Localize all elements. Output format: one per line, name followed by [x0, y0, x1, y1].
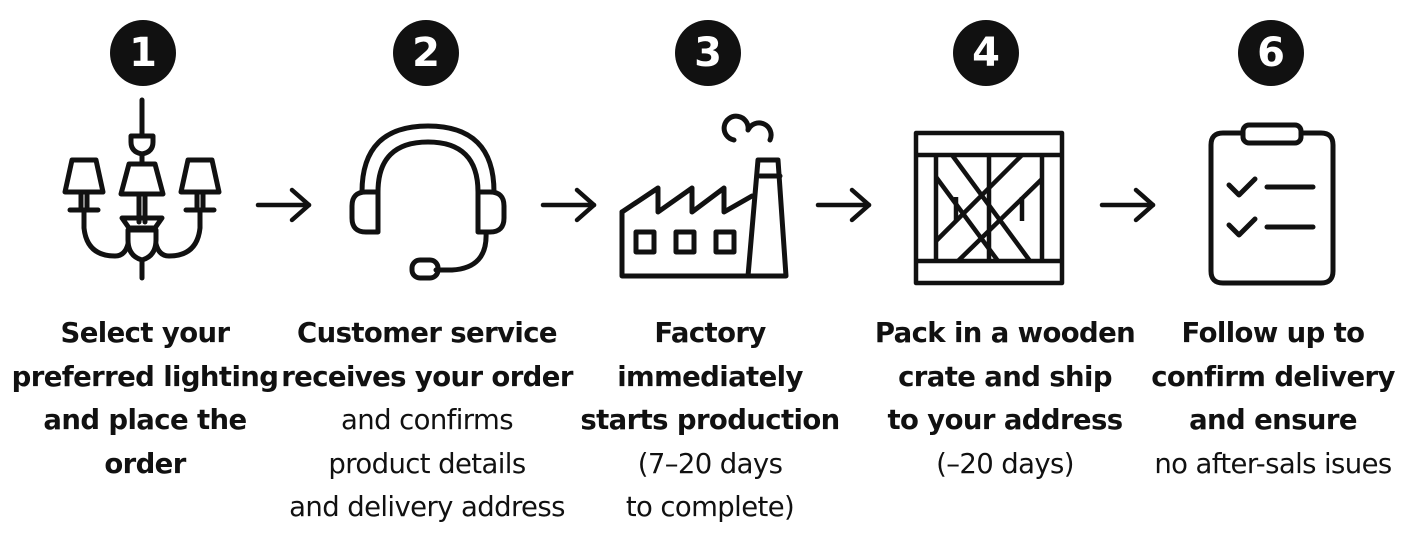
- step-number: 2: [412, 30, 440, 76]
- step-number-badge: 2: [393, 20, 459, 86]
- step-number: 1: [129, 30, 157, 76]
- caption-line: receives your order: [281, 360, 573, 393]
- caption-line: to your address: [887, 404, 1123, 436]
- caption-line: and confirms: [341, 404, 514, 436]
- caption-line: no after-sals isues: [1154, 447, 1392, 480]
- step-number: 4: [972, 30, 1000, 76]
- step-caption: Pack in a wooden crate and ship to your …: [862, 312, 1148, 486]
- headset-icon: [349, 123, 507, 281]
- clipboard-checklist-icon: [1208, 122, 1336, 286]
- caption-line: and place the: [43, 404, 247, 436]
- caption-line: (7–20 days: [637, 447, 783, 480]
- caption-line: preferred lighting: [11, 360, 279, 393]
- chandelier-icon: [62, 97, 222, 281]
- step-number-badge: 1: [110, 20, 176, 86]
- step-caption: Factory immediately starts production (7…: [572, 312, 848, 530]
- caption-line: starts production: [580, 404, 840, 436]
- caption-line: crate and ship: [898, 360, 1112, 393]
- step-number: 3: [694, 30, 722, 76]
- arrow-right-icon: [1099, 187, 1156, 223]
- caption-line: Pack in a wooden: [874, 317, 1136, 349]
- caption-line: (–20 days): [936, 447, 1074, 480]
- caption-line: Customer service: [297, 317, 558, 349]
- step-number: 6: [1257, 30, 1285, 76]
- caption-line: immediately: [617, 360, 803, 393]
- wooden-crate-icon: [913, 130, 1065, 286]
- step-number-badge: 4: [953, 20, 1019, 86]
- step-caption: Customer service receives your order and…: [272, 312, 582, 530]
- step-number-badge: 6: [1238, 20, 1304, 86]
- caption-line: to complete): [625, 491, 795, 523]
- caption-line: product details: [328, 447, 526, 480]
- caption-line: confirm delivery: [1151, 360, 1395, 393]
- step-caption: Follow up to confirm delivery and ensure…: [1140, 312, 1406, 486]
- caption-line: and ensure: [1189, 404, 1357, 436]
- caption-line: Select your: [60, 317, 231, 349]
- caption-line: Factory: [654, 317, 766, 349]
- factory-icon: [619, 113, 789, 279]
- arrow-right-icon: [255, 187, 312, 223]
- caption-line: order: [104, 447, 186, 480]
- step-caption: Select your preferred lighting and place…: [0, 312, 290, 486]
- step-number-badge: 3: [675, 20, 741, 86]
- arrow-right-icon: [815, 187, 872, 223]
- caption-line: and delivery address: [289, 491, 565, 523]
- caption-line: Follow up to: [1181, 317, 1366, 349]
- arrow-right-icon: [540, 187, 597, 223]
